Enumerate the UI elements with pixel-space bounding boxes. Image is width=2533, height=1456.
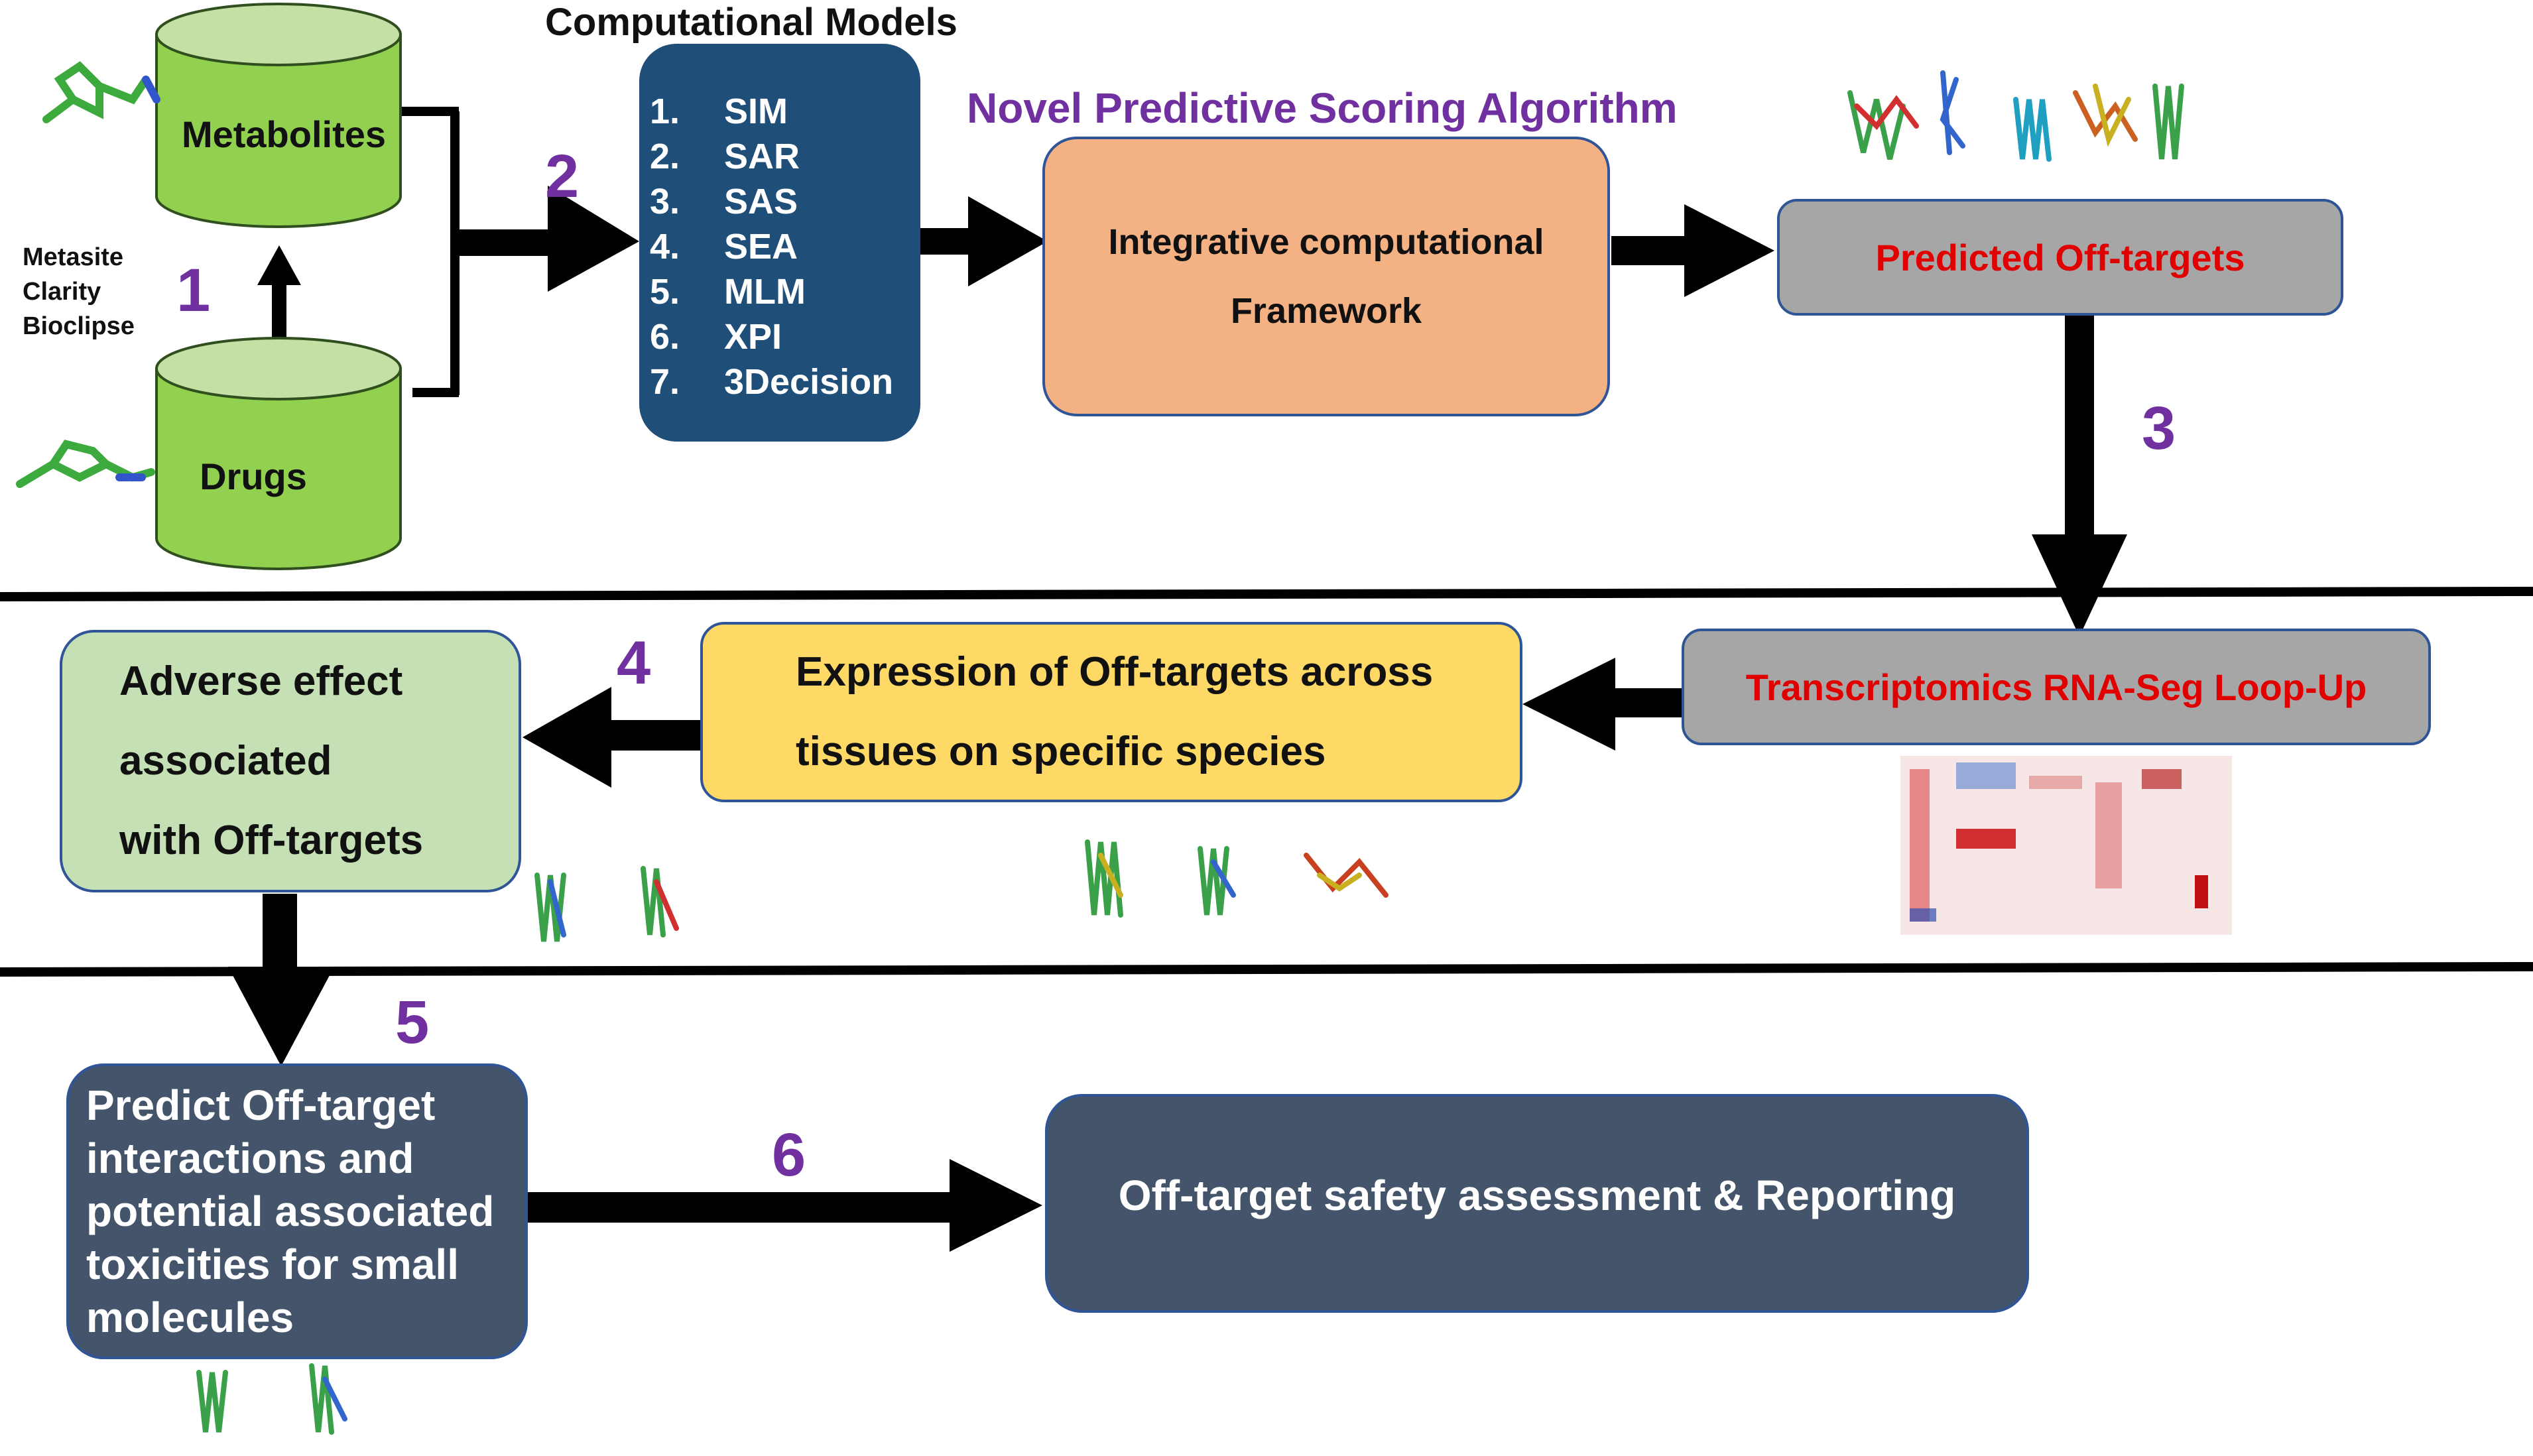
metabolites-label: Metabolites [181,113,387,155]
arrow-to-predicted [1611,204,1774,297]
arrow-down-to-predict [228,894,334,1066]
tool-clarity: Clarity [23,278,101,306]
tool-bioclipse: Bioclipse [23,312,135,340]
protein-structure-images-predict [196,1363,347,1435]
protein-structure-images-expression [1085,839,1389,918]
step-6-label: 6 [772,1121,806,1189]
arrow-to-expression [1522,658,1684,751]
predicted-off-targets-box: Predicted Off-targets [1777,199,2343,316]
predict-interactions-box: Predict Off-target interactions and pote… [66,1063,528,1359]
adverse-line-2: associated [119,738,332,784]
safety-report-box: Off-target safety assessment & Reporting [1045,1094,2029,1313]
page-title: Computational Models [545,1,958,44]
transcriptomics-box: Transcriptomics RNA-Seg Loop-Up [1682,629,2431,745]
adverse-line-3: with Off-targets [119,818,424,863]
model-item: 5.MLM [650,272,806,312]
step-2-label: 2 [545,143,580,210]
framework-box: Integrative computational Framework [1042,137,1610,416]
arrow-to-models [459,186,639,292]
model-item: 7.3Decision [650,362,894,402]
metabolites-cylinder [155,3,402,228]
arrow-to-adverse [523,687,700,788]
step-3-label: 3 [2142,394,2176,462]
protein-structure-images-adverse [534,866,679,942]
arrow-to-report [525,1159,1042,1252]
framework-line-2: Framework [1230,291,1422,331]
arrow-down-to-transcriptomics [2032,316,2127,637]
model-item: 1.SIM [650,91,788,131]
framework-line-1: Integrative computational [1108,222,1544,262]
expression-box: Expression of Off-targets across tissues… [700,622,1522,802]
arrow-drugs-to-metabolites [257,245,301,341]
computational-models-box: 1.SIM 2.SAR 3.SAS 4.SEA 5.MLM 6.XPI 7.3D… [639,44,920,442]
predicted-off-targets-label: Predicted Off-targets [1875,236,2245,278]
step-5-label: 5 [395,989,430,1056]
metabolite-molecule-image [42,61,160,123]
arrow-to-framework [920,196,1048,286]
adverse-effect-box: Adverse effect associated with Off-targe… [60,630,521,892]
separator-top [0,587,2533,601]
model-item: 3.SAS [650,182,798,221]
rna-seq-heatmap-image [1900,756,2232,935]
predict-line-4: toxicities for small [86,1241,459,1288]
transcriptomics-label: Transcriptomics RNA-Seg Loop-Up [1745,666,2367,708]
drugs-cylinder [155,337,402,570]
model-item: 4.SEA [650,227,798,267]
model-item: 2.SAR [650,137,800,176]
drugs-label: Drugs [200,455,307,497]
tool-metasite: Metasite [23,243,124,271]
step-1-label: 1 [176,257,211,324]
separator-bottom [0,962,2533,977]
tools-list: Metasite Clarity Bioclipse [23,240,135,343]
predict-line-2: interactions and [86,1134,414,1182]
predict-line-5: molecules [86,1294,294,1341]
protein-structure-images-top [1847,70,2184,162]
predict-line-3: potential associated [86,1187,495,1235]
safety-report-label: Off-target safety assessment & Reporting [1118,1172,1956,1219]
model-item: 6.XPI [650,317,782,357]
step-4-label: 4 [617,629,651,697]
drug-molecule-image [16,440,155,488]
expression-line-1: Expression of Off-targets across [796,649,1434,695]
expression-line-2: tissues on specific species [796,729,1326,774]
algorithm-label: Novel Predictive Scoring Algorithm [967,84,1678,132]
merge-bracket [399,107,460,397]
predict-line-1: Predict Off-target [86,1081,436,1129]
adverse-line-1: Adverse effect [119,658,403,704]
